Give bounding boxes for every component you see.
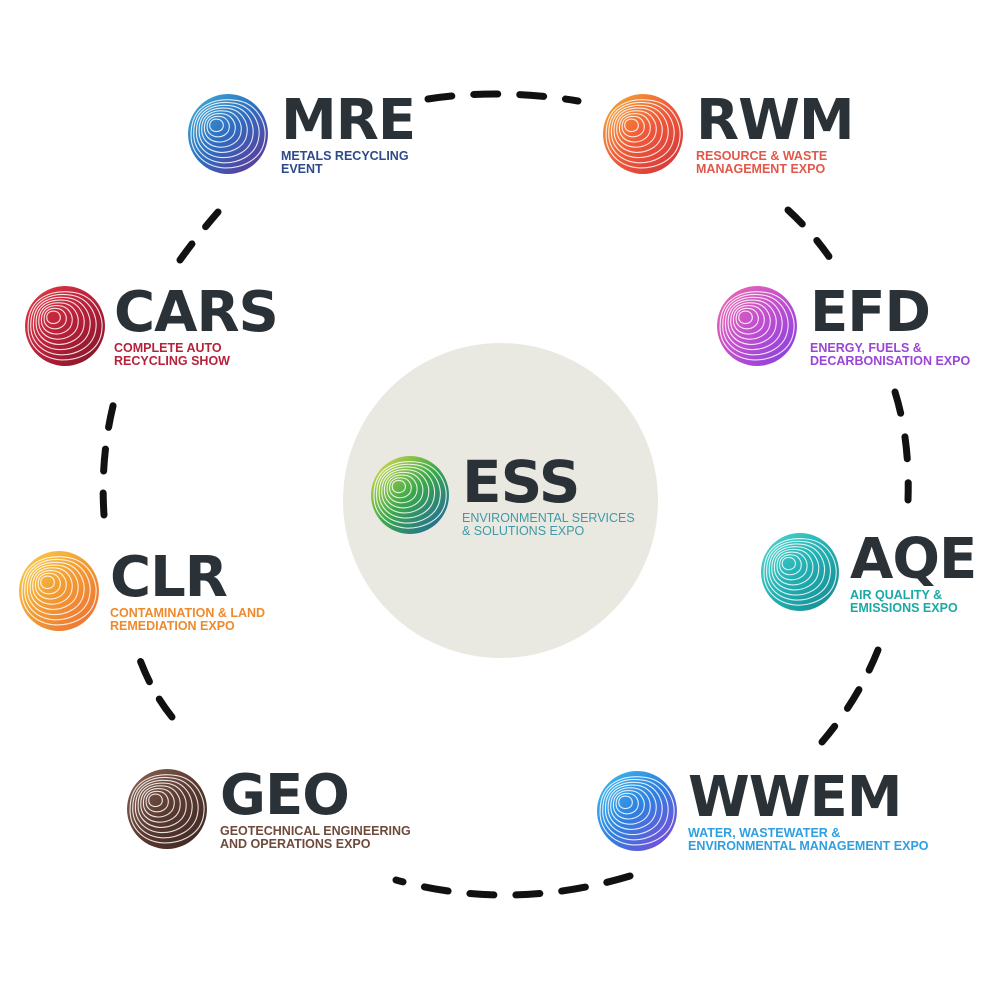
rwm-topographic-icon [603,94,683,174]
connector-geo-clr [136,656,176,721]
rwm-subtitle: RESOURCE & WASTE MANAGEMENT EXPO [696,150,854,176]
connector-cars-mre [176,208,222,264]
ess-acronym: ESS [462,448,581,516]
mre-subtitle-line1: METALS RECYCLING [281,149,409,163]
connector-rwm-efd [784,206,834,262]
mre-subtitle: METALS RECYCLING EVENT [281,150,415,176]
geo-subtitle-line1: GEOTECHNICAL ENGINEERING [220,824,411,838]
aqe-acronym: AQE [850,527,977,592]
wwem-subtitle: WATER, WASTEWATER & ENVIRONMENTAL MANAGE… [688,827,929,853]
mre-acronym: MRE [281,88,416,153]
ess-subtitle: ENVIRONMENTAL SERVICES & SOLUTIONS EXPO [462,512,635,538]
cars-subtitle-line1: COMPLETE AUTO [114,341,222,355]
mre-node[interactable]: MRE METALS RECYCLING EVENT [187,88,416,176]
rwm-subtitle-line2: MANAGEMENT EXPO [696,162,826,176]
wwem-topographic-icon [597,771,677,851]
mre-topographic-icon [188,94,268,174]
clr-subtitle-line1: CONTAMINATION & LAND [110,606,266,620]
cars-subtitle: COMPLETE AUTO RECYCLING SHOW [114,342,278,368]
aqe-subtitle-line1: AIR QUALITY & [850,588,943,602]
geo-node[interactable]: GEO GEOTECHNICAL ENGINEERING AND OPERATI… [126,768,411,851]
cars-acronym: CARS [114,280,279,345]
efd-subtitle-line2: DECARBONISATION EXPO [810,354,971,368]
geo-subtitle: GEOTECHNICAL ENGINEERING AND OPERATIONS … [220,825,411,851]
mre-subtitle-line2: EVENT [281,162,323,176]
geo-subtitle-line2: AND OPERATIONS EXPO [220,837,371,851]
connector-wwem-geo [392,872,634,899]
clr-topographic-icon [19,551,99,631]
efd-subtitle-line1: ENERGY, FUELS & [810,341,922,355]
efd-topographic-icon [717,286,797,366]
aqe-node[interactable]: AQE AIR QUALITY & EMISSIONS EXPO [760,527,977,615]
efd-acronym: EFD [810,280,931,345]
cars-node[interactable]: CARS COMPLETE AUTO RECYCLING SHOW [24,280,279,368]
rwm-subtitle-line1: RESOURCE & WASTE [696,149,828,163]
clr-subtitle-line2: REMEDIATION EXPO [110,619,235,633]
clr-node[interactable]: CLR CONTAMINATION & LAND REMEDIATION EXP… [18,550,265,633]
ess-subtitle-line1: ENVIRONMENTAL SERVICES [462,511,635,525]
efd-subtitle: ENERGY, FUELS & DECARBONISATION EXPO [810,342,970,368]
aqe-topographic-icon [761,533,839,611]
connector-mre-rwm [424,90,582,105]
cars-topographic-icon [25,286,105,366]
rwm-acronym: RWM [696,88,855,153]
efd-node[interactable]: EFD ENERGY, FUELS & DECARBONISATION EXPO [716,285,970,368]
geo-acronym: GEO [220,763,350,828]
wwem-acronym: WWEM [688,765,903,830]
wwem-subtitle-line2: ENVIRONMENTAL MANAGEMENT EXPO [688,839,929,853]
aqe-subtitle-line2: EMISSIONS EXPO [850,601,958,615]
wwem-node[interactable]: WWEM WATER, WASTEWATER & ENVIRONMENTAL M… [596,770,929,853]
cars-subtitle-line2: RECYCLING SHOW [114,354,230,368]
clr-acronym: CLR [110,545,228,610]
connector-aqe-wwem [818,646,882,746]
connector-efd-aqe [891,388,912,504]
geo-topographic-icon [127,769,207,849]
ess-topographic-icon [371,456,449,534]
clr-subtitle: CONTAMINATION & LAND REMEDIATION EXPO [110,607,265,633]
wwem-subtitle-line1: WATER, WASTEWATER & [688,826,841,840]
rwm-node[interactable]: RWM RESOURCE & WASTE MANAGEMENT EXPO [602,88,855,176]
aqe-subtitle: AIR QUALITY & EMISSIONS EXPO [850,589,976,615]
connector-clr-cars [99,394,119,519]
ess-subtitle-line2: & SOLUTIONS EXPO [462,524,585,538]
ess-node[interactable]: ESS ENVIRONMENTAL SERVICES & SOLUTIONS E… [370,448,635,538]
